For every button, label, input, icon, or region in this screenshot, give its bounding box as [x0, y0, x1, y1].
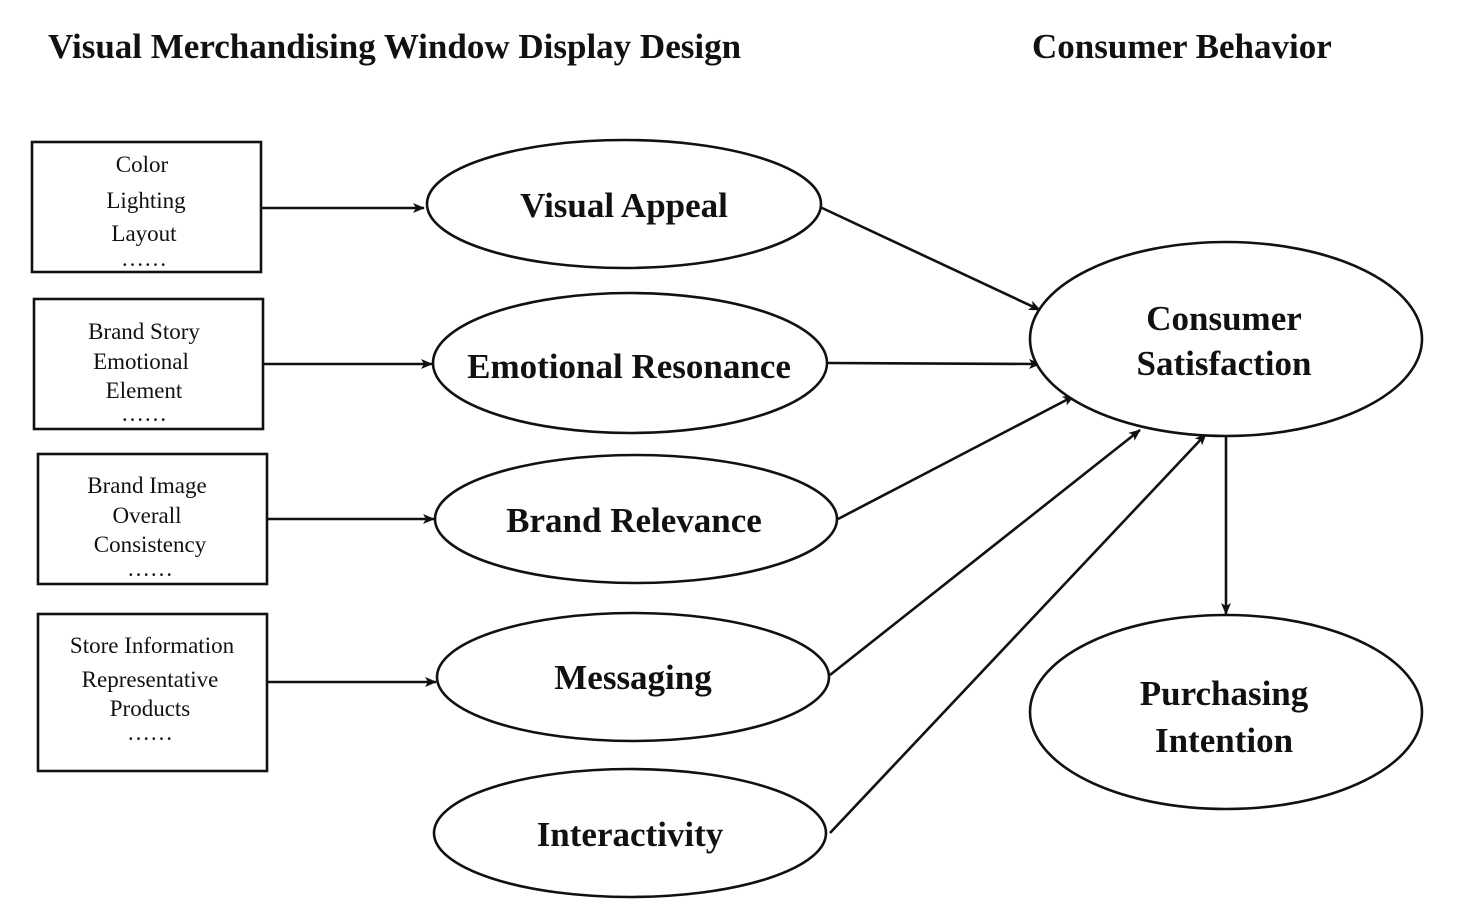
oval-label: Interactivity: [537, 815, 724, 854]
factor-ellipsis: ……: [121, 246, 167, 271]
factor-line: Representative: [82, 667, 219, 692]
oval-interactivity: Interactivity: [432, 767, 828, 899]
factor-line: Lighting: [106, 188, 186, 213]
oval-visual-appeal: Visual Appeal: [425, 138, 823, 270]
oval-consumer-satisfaction: Consumer Satisfaction: [1028, 240, 1424, 438]
factor-line: Consistency: [94, 532, 207, 557]
factor-line: Element: [106, 378, 183, 403]
oval-label: Visual Appeal: [520, 186, 728, 225]
oval-label: Emotional Resonance: [467, 347, 791, 386]
oval-emotional-resonance: Emotional Resonance: [431, 291, 829, 435]
oval-purchasing-intention: Purchasing Intention: [1028, 613, 1424, 811]
factor-ellipsis: ……: [121, 401, 167, 426]
arrow-visual-appeal-to-satisfaction: [819, 205, 1041, 312]
factor-line: Overall: [113, 503, 182, 528]
arrow-messaging-to-satisfaction: [829, 428, 1141, 677]
oval-label-line: Consumer: [1146, 299, 1302, 338]
factor-ellipsis: ……: [127, 720, 173, 745]
factor-box-emotional: Brand Story Emotional Element ……: [32, 297, 265, 431]
oval-label: Brand Relevance: [506, 501, 762, 540]
oval-label: Messaging: [554, 658, 712, 697]
factor-line: Store Information: [70, 633, 235, 658]
factor-line: Brand Image: [87, 473, 206, 498]
arrow-brand-relevance-to-satisfaction: [837, 394, 1075, 521]
factor-box-messaging: Store Information Representative Product…: [36, 612, 269, 773]
oval-messaging: Messaging: [435, 611, 831, 743]
oval-label-line: Intention: [1155, 721, 1293, 760]
factor-line: Layout: [111, 221, 177, 246]
oval-label-line: Satisfaction: [1137, 344, 1312, 383]
oval-label-line: Purchasing: [1140, 674, 1309, 713]
factor-line: Products: [110, 696, 191, 721]
heading-window-display-design: Visual Merchandising Window Display Desi…: [48, 27, 741, 66]
factor-box-brand: Brand Image Overall Consistency ……: [36, 452, 269, 586]
factor-ellipsis: ……: [127, 556, 173, 581]
heading-consumer-behavior: Consumer Behavior: [1032, 27, 1332, 66]
arrow-emotional-resonance-to-satisfaction: [827, 358, 1041, 369]
factor-line: Emotional: [93, 349, 189, 374]
factor-line: Color: [116, 152, 169, 177]
oval-brand-relevance: Brand Relevance: [433, 453, 839, 585]
links: [262, 203, 1231, 834]
arrow-interactivity-to-satisfaction: [829, 433, 1207, 834]
factor-box-visual: Color Lighting Layout ……: [30, 140, 263, 274]
factor-line: Brand Story: [88, 319, 200, 344]
